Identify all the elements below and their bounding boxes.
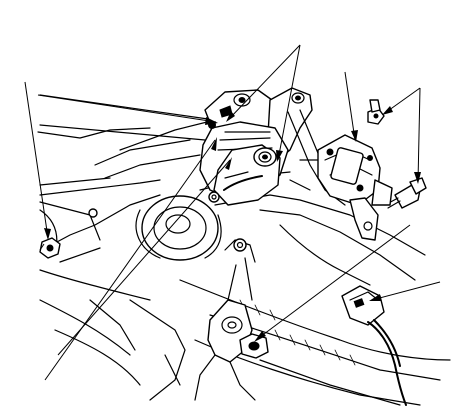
small-bracket [371,179,393,206]
sensor-bracket [317,134,381,241]
electrical-connector [341,285,407,406]
sensor-bolt-upper [367,99,385,125]
mounting-nut-left [39,237,61,259]
engine-mount-bracket [199,87,359,206]
callout-lines [24,44,441,381]
lower-nut [239,333,269,359]
